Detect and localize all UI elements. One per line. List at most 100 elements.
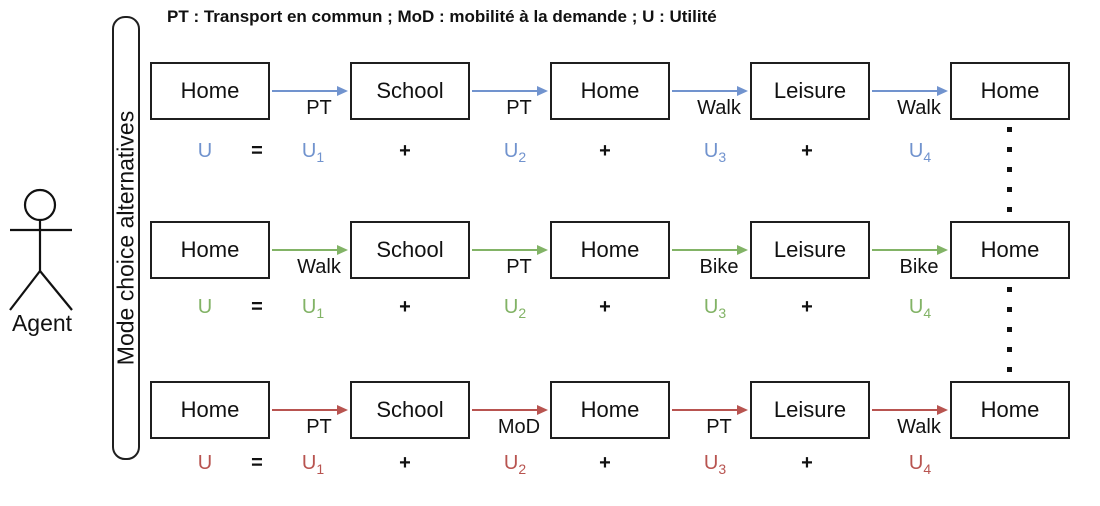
arrow-shaft — [472, 249, 540, 251]
arrowhead-icon — [537, 86, 548, 96]
activity-label: Home — [580, 237, 640, 262]
arrow-shaft — [472, 90, 540, 92]
activity-label: School — [376, 78, 444, 103]
equals-sign: = — [251, 452, 263, 474]
activity-box: Home — [150, 221, 270, 279]
activity-box: Leisure — [750, 381, 870, 439]
utility-term: U3 — [703, 296, 727, 321]
mode-arrow: Walk — [872, 405, 948, 438]
agent-figure-icon — [9, 188, 73, 311]
activity-label: Home — [980, 237, 1040, 262]
arrow-shaft — [872, 409, 940, 411]
agent-label: Agent — [11, 310, 73, 336]
mode-arrow: Walk — [672, 86, 748, 119]
mode-label: PT — [706, 416, 732, 438]
mode-label: Walk — [897, 97, 941, 119]
activity-box: Home — [950, 62, 1070, 120]
arrowhead-icon — [937, 405, 948, 415]
activity-label: Leisure — [773, 78, 847, 103]
utility-lhs: U — [197, 452, 213, 474]
equals-sign: = — [251, 296, 263, 318]
activity-label: Home — [180, 397, 240, 422]
arrow-shaft — [872, 90, 940, 92]
activity-label: Leisure — [773, 237, 847, 262]
arrow-shaft — [472, 409, 540, 411]
activity-label: Home — [580, 78, 640, 103]
utility-lhs: U — [197, 296, 213, 318]
utility-lhs: U — [197, 140, 213, 162]
mode-arrow: Bike — [872, 245, 948, 278]
utility-term: U2 — [503, 296, 527, 321]
utility-term: U1 — [301, 140, 325, 165]
plus-sign: + — [801, 452, 813, 474]
mode-arrow: PT — [272, 405, 348, 438]
mode-arrow: Walk — [272, 245, 348, 278]
mode-arrow: PT — [272, 86, 348, 119]
arrowhead-icon — [337, 86, 348, 96]
arrowhead-icon — [737, 405, 748, 415]
activity-label: Home — [580, 397, 640, 422]
utility-term: U3 — [703, 140, 727, 165]
ellipsis-dots — [1007, 287, 1012, 380]
arrow-shaft — [272, 249, 340, 251]
utility-equation: U = U1 + U2 + U3 + U4 — [0, 140, 1100, 170]
mode-label: Bike — [899, 256, 939, 278]
arrow-shaft — [272, 90, 340, 92]
activity-box: Leisure — [750, 62, 870, 120]
activity-label: Home — [980, 397, 1040, 422]
activity-box: Leisure — [750, 221, 870, 279]
mode-arrow: Bike — [672, 245, 748, 278]
legend-text: PT : Transport en commun ; MoD : mobilit… — [167, 7, 717, 26]
arrow-shaft — [672, 409, 740, 411]
mode-arrow: PT — [472, 86, 548, 119]
mode-label: PT — [506, 97, 532, 119]
utility-term: U2 — [503, 452, 527, 477]
arrow-shaft — [672, 249, 740, 251]
arrowhead-icon — [537, 245, 548, 255]
plus-sign: + — [801, 296, 813, 318]
alternative-row-3: Home School Home Leisure Home PT MoD PT … — [0, 381, 1100, 506]
activity-box: School — [350, 221, 470, 279]
utility-term: U2 — [503, 140, 527, 165]
utility-term: U4 — [908, 140, 932, 165]
activity-label: Home — [180, 237, 240, 262]
plus-sign: + — [399, 296, 411, 318]
mode-choice-bracket: Mode choice alternatives — [112, 16, 140, 460]
activity-box: Home — [950, 381, 1070, 439]
arrowhead-icon — [337, 405, 348, 415]
activity-label: School — [376, 397, 444, 422]
utility-equation: U = U1 + U2 + U3 + U4 — [0, 452, 1100, 482]
alternative-row-1: Home School Home Leisure Home PT PT Walk… — [0, 62, 1100, 187]
activity-label: School — [376, 237, 444, 262]
mode-label: PT — [506, 256, 532, 278]
mode-label: Walk — [697, 97, 741, 119]
plus-sign: + — [599, 296, 611, 318]
activity-box: Home — [550, 381, 670, 439]
arrowhead-icon — [937, 86, 948, 96]
activity-label: Leisure — [773, 397, 847, 422]
equals-sign: = — [251, 140, 263, 162]
arrowhead-icon — [537, 405, 548, 415]
arrow-shaft — [272, 409, 340, 411]
utility-term: U1 — [301, 296, 325, 321]
activity-box: School — [350, 381, 470, 439]
utility-equation: U = U1 + U2 + U3 + U4 — [0, 296, 1100, 326]
mode-arrow: MoD — [472, 405, 548, 438]
ellipsis-dots — [1007, 127, 1012, 220]
activity-box: Home — [950, 221, 1070, 279]
plus-sign: + — [801, 140, 813, 162]
mode-label: PT — [306, 97, 332, 119]
utility-term: U4 — [908, 296, 932, 321]
utility-term: U1 — [301, 452, 325, 477]
mode-label: MoD — [497, 416, 541, 438]
mode-label: Bike — [699, 256, 739, 278]
arrowhead-icon — [737, 245, 748, 255]
plus-sign: + — [399, 140, 411, 162]
mode-arrow: PT — [672, 405, 748, 438]
mode-label: PT — [306, 416, 332, 438]
activity-box: Home — [550, 62, 670, 120]
plus-sign: + — [399, 452, 411, 474]
alternative-row-2: Home School Home Leisure Home Walk PT Bi… — [0, 221, 1100, 346]
utility-term: U3 — [703, 452, 727, 477]
